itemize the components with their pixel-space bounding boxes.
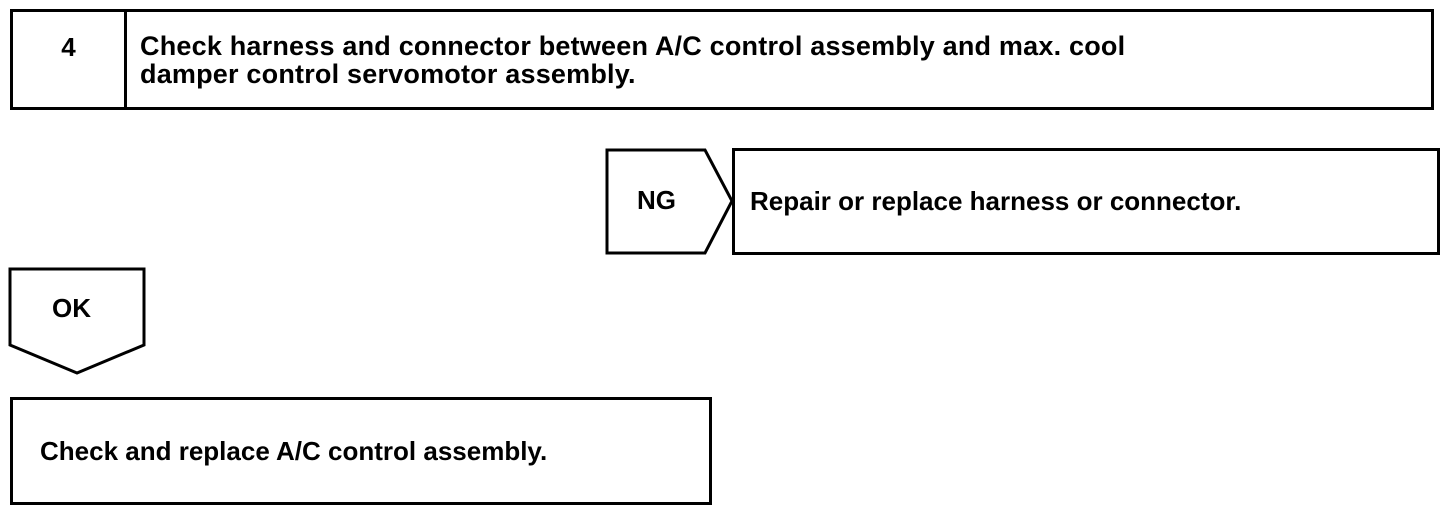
step-title-line-1: Check harness and connector between A/C … [140,31,1126,61]
ok-action-box: Check and replace A/C control assembly. [10,397,712,505]
ng-arrow-shape [605,148,734,255]
step-number: 4 [61,32,76,62]
ok-action-text: Check and replace A/C control assembly. [40,435,548,466]
step-box: 4 Check harness and connector between A/… [10,9,1434,110]
step-number-cell: 4 [13,12,127,107]
ng-action-box: Repair or replace harness or connector. [732,148,1440,255]
ng-action-text: Repair or replace harness or connector. [750,186,1242,216]
ng-label: NG [637,185,676,215]
ok-arrow-shape [8,267,146,375]
step-title-line-2: damper control servomotor assembly. [140,59,636,89]
step-title-cell: Check harness and connector between A/C … [127,12,1431,107]
ok-label: OK [52,293,91,323]
